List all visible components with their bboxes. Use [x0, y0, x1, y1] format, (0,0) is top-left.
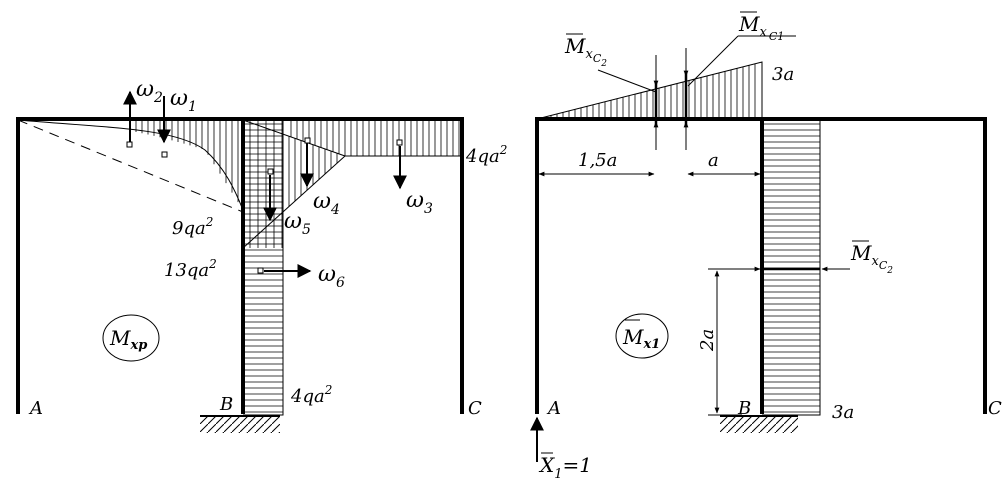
omega-6-label: ω6	[318, 262, 345, 291]
label-mxc2-top: MxC2	[564, 33, 607, 69]
omega-3-label: ω3	[406, 188, 433, 217]
moment-label-column-bottom: 4qa2	[290, 383, 332, 407]
svg-text:X1=1: X1=1	[538, 453, 592, 482]
omega-2-arrow	[123, 90, 137, 148]
support-label-c-right: C	[988, 398, 1002, 419]
svg-text:Mxp: Mxp	[109, 326, 147, 353]
moment-label-joint-top: 9qa2	[172, 215, 213, 239]
omega-4-label: ω4	[313, 189, 340, 218]
mxc1-leader-diag	[687, 35, 739, 87]
dim-1-5a-label: 1,5a	[578, 150, 617, 171]
support-label-a-right: A	[546, 398, 561, 419]
omega-5-label: ω5	[284, 209, 311, 238]
svg-text:MxC2: MxC2	[850, 241, 893, 276]
label-mxc2-right: MxC2	[850, 240, 893, 276]
mxc2-leader	[597, 69, 657, 93]
diagram-title-mxp: Mxp	[102, 314, 160, 362]
beam-moment-hatch-right	[290, 120, 460, 156]
fixed-support-hatch	[200, 417, 280, 433]
omega-2-label: ω2	[136, 77, 163, 106]
parabola-curve	[17, 119, 244, 211]
unit-moment-column-outline	[762, 118, 821, 416]
support-label-a: A	[28, 398, 43, 419]
omega-5-arrow	[263, 168, 277, 222]
triangle-moment-hatch	[288, 136, 338, 207]
moment-label-joint-mid: 13qa2	[164, 257, 217, 281]
force-x1-label: X1=1	[538, 452, 592, 482]
beam-slope-line	[242, 119, 346, 157]
svg-text:Mx1: Mx1	[622, 325, 660, 352]
support-label-b-right: B	[737, 398, 751, 419]
unit-moment-triangle-hatch	[544, 63, 756, 119]
left-moment-diagram: ω1 ω2 ω3 ω4 ω5 ω6 4qa2 9qa2 13qa2 4qa2 A…	[16, 77, 507, 433]
moment-outline-right	[345, 120, 463, 157]
dim-2a-label: 2a	[697, 329, 718, 352]
triangle-diagonal-line	[242, 155, 346, 249]
omega-1-label: ω1	[170, 86, 197, 115]
omega-3-arrow	[393, 139, 407, 190]
ordinate-bottom-label: 3a	[832, 402, 854, 423]
omega-4-arrow	[300, 137, 314, 188]
unit-moment-triangle-outline	[536, 61, 763, 120]
dim-a-label: a	[708, 150, 719, 171]
omega-1-arrow	[157, 96, 171, 158]
diagram-title-mx1: Mx1	[615, 313, 669, 359]
omega-6-arrow	[257, 264, 312, 278]
left-frame	[16, 117, 464, 414]
fixed-support-hatch-right	[720, 417, 798, 433]
right-frame	[535, 117, 987, 414]
svg-text:MxC2: MxC2	[564, 34, 607, 69]
support-label-b: B	[219, 394, 233, 415]
beam-moment-hatch-left	[129, 120, 239, 203]
dashed-chord-line	[17, 119, 244, 213]
ordinate-top-label: 3a	[772, 64, 794, 85]
support-label-c: C	[468, 398, 482, 419]
moment-label-right-beam: 4qa2	[465, 143, 507, 167]
column-moment-hatch	[243, 120, 283, 413]
